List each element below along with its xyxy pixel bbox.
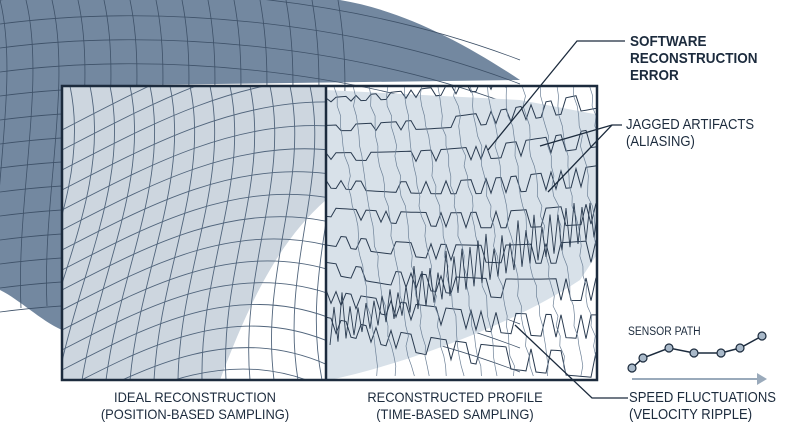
jagged-mesh (326, 86, 597, 380)
smooth-surface (62, 86, 326, 380)
mesh-line (368, 86, 415, 377)
ideal-reconstruction-panel (62, 86, 326, 380)
mesh-line (172, 368, 308, 380)
mesh-line (62, 216, 326, 291)
jagged-leader-2 (547, 124, 613, 193)
label-line: RECONSTRUCTION (630, 50, 758, 67)
jagged-mesh-line (326, 203, 597, 230)
sensor-sample-point (735, 343, 745, 353)
mesh-line (293, 86, 316, 380)
caption-subtitle: (POSITION-BASED SAMPLING) (100, 406, 290, 422)
mesh-line (521, 86, 567, 377)
sensor-sample-point (627, 363, 637, 373)
mesh-line (62, 86, 116, 364)
sensor-sample-point (664, 343, 674, 353)
mesh-line (248, 86, 276, 380)
mesh-line (62, 304, 326, 371)
surface-shape (0, 0, 520, 330)
jagged-mesh-line (326, 129, 597, 163)
mesh-line (20, 0, 34, 309)
jagged-mesh-line (326, 86, 507, 103)
mesh-line (352, 86, 397, 377)
mesh-line (437, 86, 482, 377)
label-line: (ALIASING) (626, 134, 695, 150)
label-line: SOFTWARE (630, 33, 707, 50)
panel-frame (60, 84, 599, 382)
mesh-line (62, 260, 326, 331)
mesh-line (201, 86, 236, 380)
jagged-mesh-line (326, 289, 596, 339)
mesh-line (81, 86, 136, 380)
mesh-line (62, 148, 326, 231)
mesh-line (46, 0, 60, 307)
label-line: ERROR (630, 67, 679, 84)
mesh-line (404, 86, 447, 377)
mesh-line (453, 86, 498, 377)
mesh-line (225, 86, 256, 380)
label-line: SPEED FLUCTUATIONS (629, 390, 776, 406)
sensor-path-chart (627, 331, 767, 385)
jagged-mesh-line (326, 165, 597, 195)
sensor-path-points (627, 331, 767, 373)
mesh-line (540, 86, 584, 377)
mesh-line (62, 101, 326, 191)
right-panel-caption: RECONSTRUCTED PROFILE (TIME-BASED SAMPLI… (335, 389, 574, 423)
sensor-sample-point (638, 353, 648, 363)
caption-title: RECONSTRUCTED PROFILE (367, 389, 543, 405)
mesh-line (0, 39, 521, 109)
jagged-surface (326, 90, 597, 380)
mesh-line (121, 347, 326, 380)
jagged-mesh-line (326, 261, 597, 301)
software-error-label: SOFTWARE RECONSTRUCTION ERROR (630, 33, 758, 84)
mesh-line (80, 325, 326, 380)
caption-title: IDEAL RECONSTRUCTION (114, 389, 276, 405)
jagged-mesh-line (326, 316, 597, 378)
spike-artifacts (329, 202, 597, 346)
mesh-line (0, 0, 521, 61)
callout-leaders (487, 40, 628, 399)
label-line: JAGGED ARTIFACTS (626, 117, 755, 133)
mesh-line (62, 86, 267, 171)
mesh-line (62, 86, 76, 217)
mesh-line (62, 193, 326, 271)
jagged-mesh-line (326, 95, 597, 132)
mesh-line (62, 171, 326, 251)
mesh-line (153, 86, 196, 380)
mesh-line (469, 86, 515, 377)
caption-subtitle: (TIME-BASED SAMPLING) (376, 406, 534, 422)
smooth-mesh (62, 86, 326, 380)
software-error-leader (487, 40, 625, 151)
left-panel-caption: IDEAL RECONSTRUCTION (POSITION-BASED SAM… (75, 389, 314, 423)
arrow-head-icon (757, 373, 767, 385)
mesh-line (62, 86, 198, 151)
mesh-line (0, 15, 521, 85)
mesh-line (62, 86, 96, 286)
mesh-line (62, 238, 326, 311)
jagged-artifacts-label: JAGGED ARTIFACTS (ALIASING) (626, 117, 754, 151)
speed-fluctuations-label: SPEED FLUCTUATIONS (VELOCITY RIPPLE) (629, 390, 776, 424)
mesh-line (333, 86, 378, 377)
mesh-line (419, 86, 465, 377)
mesh-line (177, 86, 216, 380)
mesh-line (487, 86, 534, 377)
mesh-line (386, 86, 430, 377)
jagged-mesh-line (326, 235, 597, 264)
sensor-sample-point (689, 348, 699, 358)
mesh-line (271, 86, 296, 380)
label-line: (VELOCITY RIPPLE) (629, 407, 753, 423)
reconstructed-profile-panel (326, 86, 597, 380)
sensor-path-label: SENSOR PATH (628, 326, 701, 338)
sensor-sample-point (757, 331, 767, 341)
mesh-line (129, 86, 176, 380)
sensor-sample-point (716, 348, 726, 358)
mesh-line (62, 86, 151, 131)
mesh-line (105, 86, 156, 380)
speed-leader (514, 324, 628, 399)
mesh-line (62, 125, 326, 211)
